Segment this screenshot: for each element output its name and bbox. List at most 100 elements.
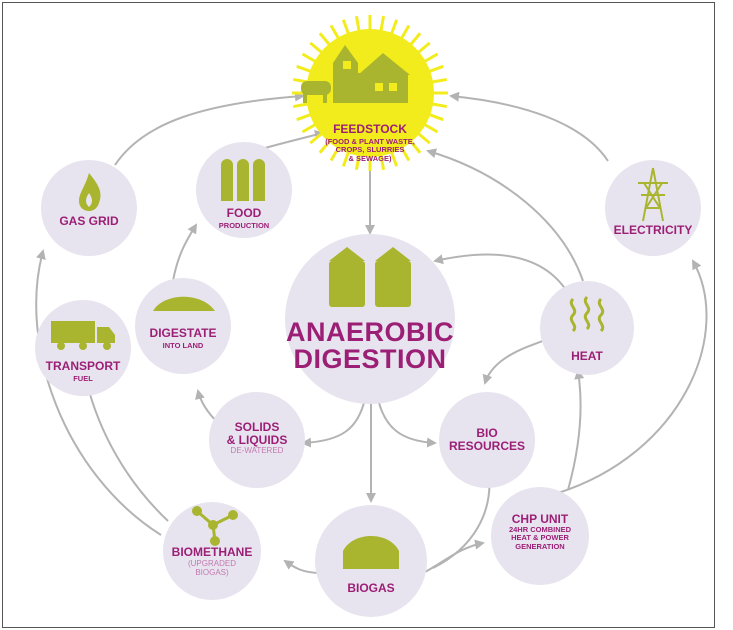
arrow-biogas-to-chp (422, 539, 485, 574)
silo-icon (221, 159, 265, 201)
sun-ray (416, 131, 431, 145)
circle-solids (209, 392, 305, 488)
flow-arrows (35, 91, 708, 574)
food-production-label: FOOD PRODUCTION (219, 205, 269, 230)
solids-line1: SOLIDS (234, 420, 280, 434)
circle-digestate (135, 278, 231, 374)
arrow-heat-to-bio (482, 337, 552, 385)
transport-label: TRANSPORT FUEL (46, 358, 121, 383)
arrow-chp-to-electricity (557, 259, 708, 494)
chp-unit-label: CHP UNIT 24HR COMBINED HEAT & POWER GENE… (509, 513, 571, 551)
sun-ray (408, 32, 422, 47)
solids-sub: DE-WATERED (230, 446, 284, 456)
truck-icon (51, 321, 115, 350)
arrow-gasgrid-to-feedstock (114, 91, 305, 166)
sun-ray (301, 122, 318, 134)
solids-line2: & LIQUIDS (226, 432, 288, 447)
arrow-biomethane-to-gasgrid (35, 249, 162, 536)
food-title: FOOD (226, 206, 262, 220)
biomethane-sub2: BIOGAS) (195, 567, 229, 577)
sun-ray (318, 139, 332, 154)
digestate-title: DIGESTATE (149, 326, 217, 340)
arrow-heat-to-ad (433, 253, 569, 294)
circle-anaerobic (285, 234, 455, 404)
heat-waves-icon (569, 295, 605, 333)
sun-ray (399, 24, 411, 41)
biomethane-label: BIOMETHANE (UPGRADED BIOGAS) (172, 546, 253, 577)
sun-ray (292, 102, 310, 109)
sun-ray (422, 52, 439, 64)
sun-ray (427, 64, 444, 74)
chp-sub3: GENERATION (515, 541, 565, 551)
feedstock-sub2: CROPS, SLURRIES (335, 145, 405, 155)
electricity-label: ELECTRICITY (613, 223, 693, 237)
sun-ray (422, 122, 439, 134)
arrow-digestate-to-food (172, 223, 198, 282)
anaerobic-line2: DIGESTION (293, 344, 447, 374)
sun-ray (389, 150, 399, 167)
sun-ray (318, 32, 332, 47)
solids-liquids-label: SOLIDS & LIQUIDS DE-WATERED (227, 421, 288, 455)
biomethane-title: BIOMETHANE (171, 545, 253, 559)
chp-sub2: HEAT & POWER (511, 533, 569, 543)
sun-ray (379, 153, 386, 171)
biogas-cycle-diagram (35, 15, 708, 617)
digestate-sub: INTO LAND (162, 340, 204, 350)
food-sub: PRODUCTION (218, 220, 270, 230)
arrow-ad-to-bio (377, 398, 437, 448)
sun-ray (341, 19, 351, 36)
soil-mound-icon (153, 296, 215, 311)
arrow-heat-to-feedstock (426, 148, 584, 282)
sun-ray (301, 52, 318, 64)
bio-line1: BIO (476, 426, 498, 440)
arrow-chp-to-heat (567, 369, 585, 491)
biomethane-sub1: (UPGRADED (187, 558, 237, 568)
gas-grid-label: GAS GRID (59, 214, 119, 228)
digestate-label: DIGESTATE INTO LAND (150, 325, 217, 350)
arrow-food-to-feedstock (264, 130, 325, 149)
digester-tanks-icon (329, 247, 411, 307)
feedstock-label: FEEDSTOCK (FOOD & PLANT WASTE, CROPS, SL… (325, 121, 415, 164)
chp-title: CHP UNIT (511, 512, 569, 526)
sun-ray (341, 150, 351, 167)
circle-chp (491, 487, 589, 585)
sun-ray (430, 102, 448, 109)
sun-ray (427, 112, 444, 122)
sun-ray (389, 19, 399, 36)
arrow-biomethane-to-transport (81, 373, 169, 522)
transport-title: TRANSPORT (45, 359, 121, 373)
transport-sub: FUEL (73, 373, 93, 383)
feedstock-sub1: (FOOD & PLANT WASTE, (325, 136, 415, 146)
bio-resources-label: BIO RESOURCES (449, 427, 525, 452)
feedstock-title: FEEDSTOCK (333, 122, 407, 136)
sun-ray (296, 112, 313, 122)
pylon-icon (638, 167, 668, 222)
circle-bio (439, 392, 535, 488)
circle-biomethane (163, 502, 261, 600)
sun-ray (416, 41, 431, 55)
sun-ray (354, 15, 361, 33)
anaerobic-digestion-label: ANAEROBIC DIGESTION (286, 319, 454, 373)
node-circles (35, 142, 701, 617)
flame-icon (79, 173, 101, 211)
bio-line2: RESOURCES (448, 438, 526, 453)
diagram-frame: FEEDSTOCK (FOOD & PLANT WASTE, CROPS, SL… (2, 2, 715, 628)
sun-ray (430, 77, 448, 84)
sun-ray (379, 15, 386, 33)
sun-ray (329, 145, 341, 162)
sun-ray (309, 41, 324, 55)
farm-icon (301, 45, 410, 103)
sun-ray (354, 153, 361, 171)
sun-ray (296, 64, 313, 74)
feedstock-sub3: & SEWAGE) (348, 154, 392, 164)
sun-ray (329, 24, 341, 41)
biogas-label: BIOGAS (347, 581, 395, 595)
anaerobic-line1: ANAEROBIC (285, 317, 455, 347)
sun-ray (309, 131, 324, 145)
molecule-icon (192, 506, 238, 546)
chp-sub1: 24HR COMBINED (508, 524, 572, 534)
heat-label: HEAT (571, 349, 603, 363)
arrow-ad-to-solids (301, 398, 366, 448)
gas-dome-icon (343, 536, 399, 569)
sun-ray (408, 139, 422, 154)
